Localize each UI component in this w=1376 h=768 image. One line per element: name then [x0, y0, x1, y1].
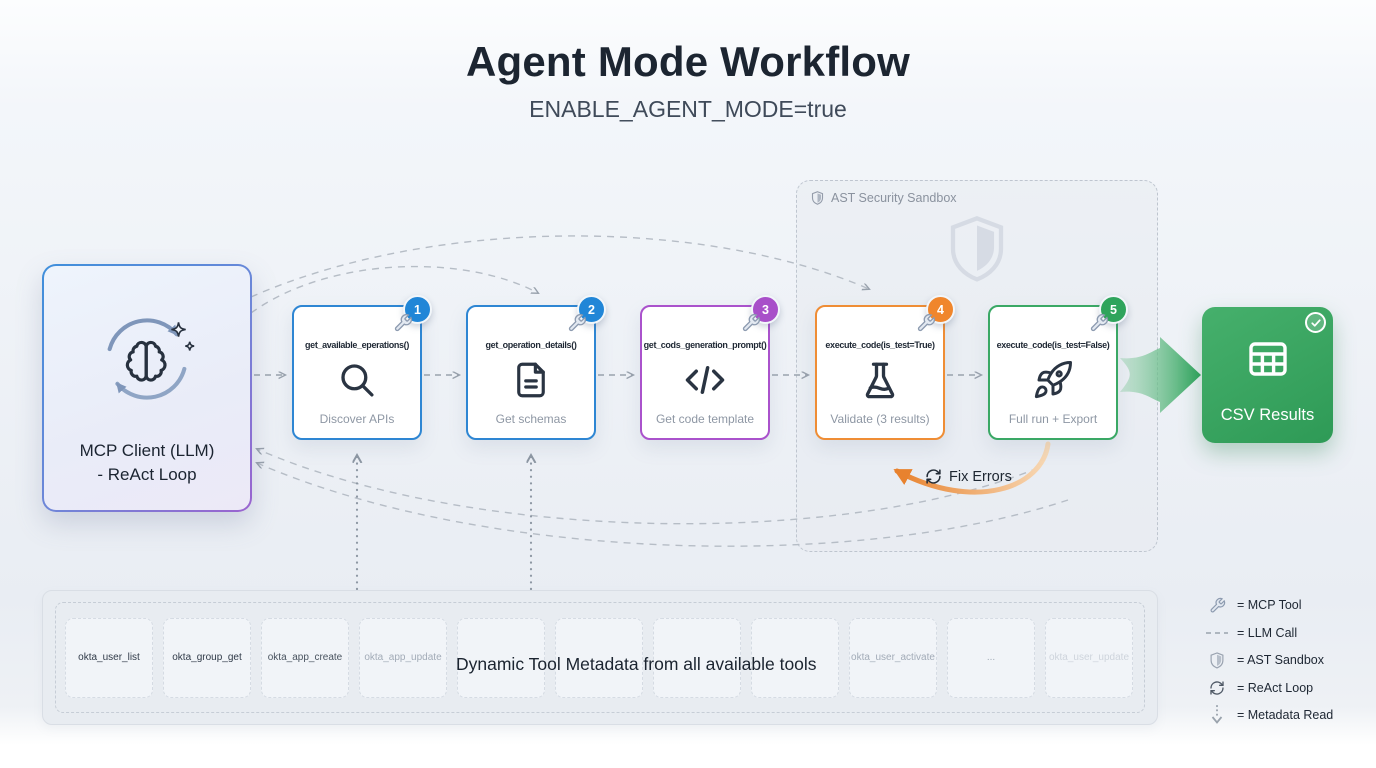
strip-overlay-text: Dynamic Tool Metadata from all available…: [456, 654, 817, 674]
brain-react-loop-icon: [88, 300, 206, 418]
refresh-icon: [1205, 680, 1229, 696]
step-number-badge: 5: [1099, 295, 1128, 324]
tool-card: [751, 617, 839, 698]
tool-card: okta_app_create: [261, 617, 349, 698]
wrench-icon: [1089, 313, 1109, 333]
mcp-client-label: MCP Client (LLM) - ReAct Loop: [79, 440, 215, 485]
step-number-badge: 3: [751, 295, 780, 324]
tool-metadata-strip: okta_user_list okta_group_get okta_app_c…: [42, 590, 1158, 725]
tool-card: okta_app_update: [359, 617, 447, 698]
step-node-get-code-template: 3 get_cods_generation_prompt() Get code …: [640, 295, 780, 440]
wrench-icon: [741, 313, 761, 333]
step-number-badge: 1: [403, 295, 432, 324]
shield-watermark-icon: [945, 213, 1009, 285]
tool-metadata-inner: okta_user_list okta_group_get okta_app_c…: [55, 602, 1145, 713]
code-icon: [642, 359, 768, 401]
metadata-read-arrows: [357, 456, 531, 591]
legend-item-llm-call: = LLM Call: [1205, 623, 1333, 643]
fix-errors-label: Fix Errors: [925, 468, 1012, 485]
step-node-get-schemas: 2 get_operation_details() Get schemas: [466, 295, 606, 440]
wrench-icon: [567, 313, 587, 333]
step-function-name: execute_code(is_test=False): [996, 340, 1110, 350]
table-icon: [1244, 335, 1292, 383]
shield-icon: [1205, 651, 1229, 669]
tool-card: [555, 617, 643, 698]
flask-icon: [817, 359, 943, 401]
step-function-name: get_cods_generation_prompt(): [643, 340, 767, 350]
step-caption: Discover APIs: [319, 412, 395, 426]
step-caption: Validate (3 results): [830, 412, 930, 426]
legend-item-mcp-tool: = MCP Tool: [1205, 595, 1333, 615]
step-node-full-run-export: 5 execute_code(is_test=False) Full run +…: [988, 295, 1128, 440]
legend: = MCP Tool = LLM Call = AST Sandbox = Re…: [1205, 595, 1333, 725]
legend-item-metadata-read: = Metadata Read: [1205, 705, 1333, 725]
step-function-name: get_available_eperations(): [305, 340, 409, 350]
rocket-icon: [990, 359, 1116, 401]
dashed-line-icon: [1205, 630, 1229, 636]
document-icon: [468, 359, 594, 401]
csv-results-label: CSV Results: [1220, 406, 1315, 424]
step-function-name: execute_code(is_test=True): [825, 340, 935, 350]
wrench-icon: [1205, 597, 1229, 614]
refresh-icon: [925, 468, 942, 485]
sandbox-label: AST Security Sandbox: [831, 191, 957, 205]
tool-card: okta_user_update: [1045, 617, 1133, 698]
wrench-icon: [916, 313, 936, 333]
tool-card: [457, 617, 545, 698]
tool-card: ...: [947, 617, 1035, 698]
legend-item-ast-sandbox: = AST Sandbox: [1205, 650, 1333, 670]
magnifier-icon: [294, 359, 420, 401]
step-caption: Get schemas: [495, 412, 567, 426]
step-number-badge: 2: [577, 295, 606, 324]
step-node-validate: 4 execute_code(is_test=True) Validate (3…: [815, 295, 955, 440]
csv-results-node: CSV Results: [1202, 307, 1333, 443]
step-caption: Get code template: [655, 412, 755, 426]
tool-card: [653, 617, 741, 698]
step-number-badge: 4: [926, 295, 955, 324]
tool-card: okta_user_list: [65, 617, 153, 698]
step-node-discover-apis: 1 get_available_eperations() Discover AP…: [292, 295, 432, 440]
mcp-client-node: MCP Client (LLM) - ReAct Loop: [42, 264, 252, 512]
page-subtitle: ENABLE_AGENT_MODE=true: [529, 96, 847, 122]
tool-card: okta_group_get: [163, 617, 251, 698]
check-icon: [1305, 312, 1326, 333]
step-function-name: get_operation_details(): [485, 340, 577, 350]
tool-card: okta_user_activate: [849, 617, 937, 698]
sandbox-header: AST Security Sandbox: [810, 190, 957, 206]
page-title: Agent Mode Workflow: [465, 38, 910, 85]
legend-item-react-loop: = ReAct Loop: [1205, 678, 1333, 698]
step-caption: Full run + Export: [1008, 412, 1098, 426]
wrench-icon: [393, 313, 413, 333]
shield-icon: [810, 190, 825, 206]
dotted-arrow-icon: [1205, 705, 1229, 725]
